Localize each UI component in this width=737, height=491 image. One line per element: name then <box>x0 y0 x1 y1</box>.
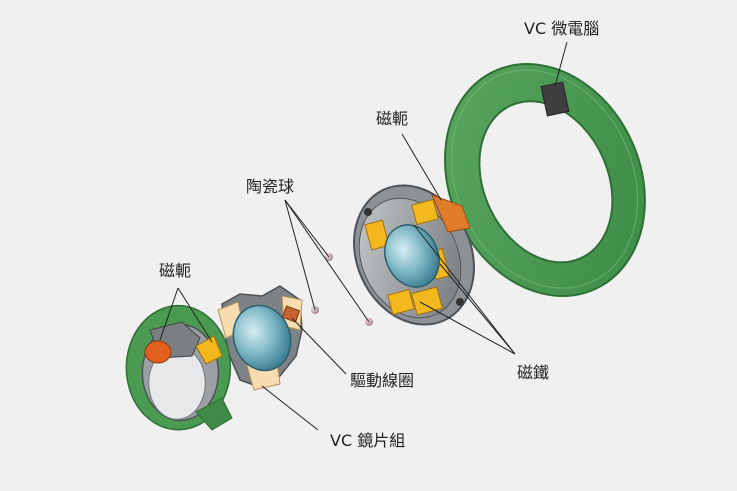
lens-element <box>232 304 292 372</box>
microchip <box>540 81 570 117</box>
label-yoke-left: 磁軛 <box>159 261 191 280</box>
magnet-block <box>387 288 415 316</box>
yoke-cylinder <box>144 340 172 364</box>
magnet-block <box>411 198 439 226</box>
leader-ceramic-ball <box>284 199 330 258</box>
magnet-block <box>410 286 444 316</box>
label-ceramic-balls: 陶瓷球 <box>246 177 294 196</box>
label-yoke-top: 磁軛 <box>376 109 408 128</box>
leader-ceramic-ball <box>284 199 370 323</box>
leader-yoke-top <box>401 133 442 201</box>
magnet-block <box>364 219 390 251</box>
label-magnets: 磁鐵 <box>517 363 549 382</box>
label-lens-group: VC 鏡片組 <box>330 431 405 450</box>
leader-lens-group <box>261 385 319 431</box>
left-yoke-assembly <box>125 305 233 431</box>
leader-microcomputer <box>554 41 568 87</box>
label-vc-microcomputer: VC 微電腦 <box>524 19 599 38</box>
leader-yoke-left <box>159 287 179 341</box>
leader-ceramic-ball <box>284 199 316 311</box>
leader-magnet <box>413 224 516 355</box>
yoke-top-plate <box>431 194 471 233</box>
leader-magnet <box>439 263 516 355</box>
leader-magnet <box>419 301 516 355</box>
leader-yoke-left <box>177 287 213 343</box>
vc-lens-group <box>217 285 303 391</box>
leader-drive-coil <box>291 317 347 375</box>
label-drive-coil: 驅動線圈 <box>350 371 414 390</box>
pcb-ring <box>444 63 646 297</box>
